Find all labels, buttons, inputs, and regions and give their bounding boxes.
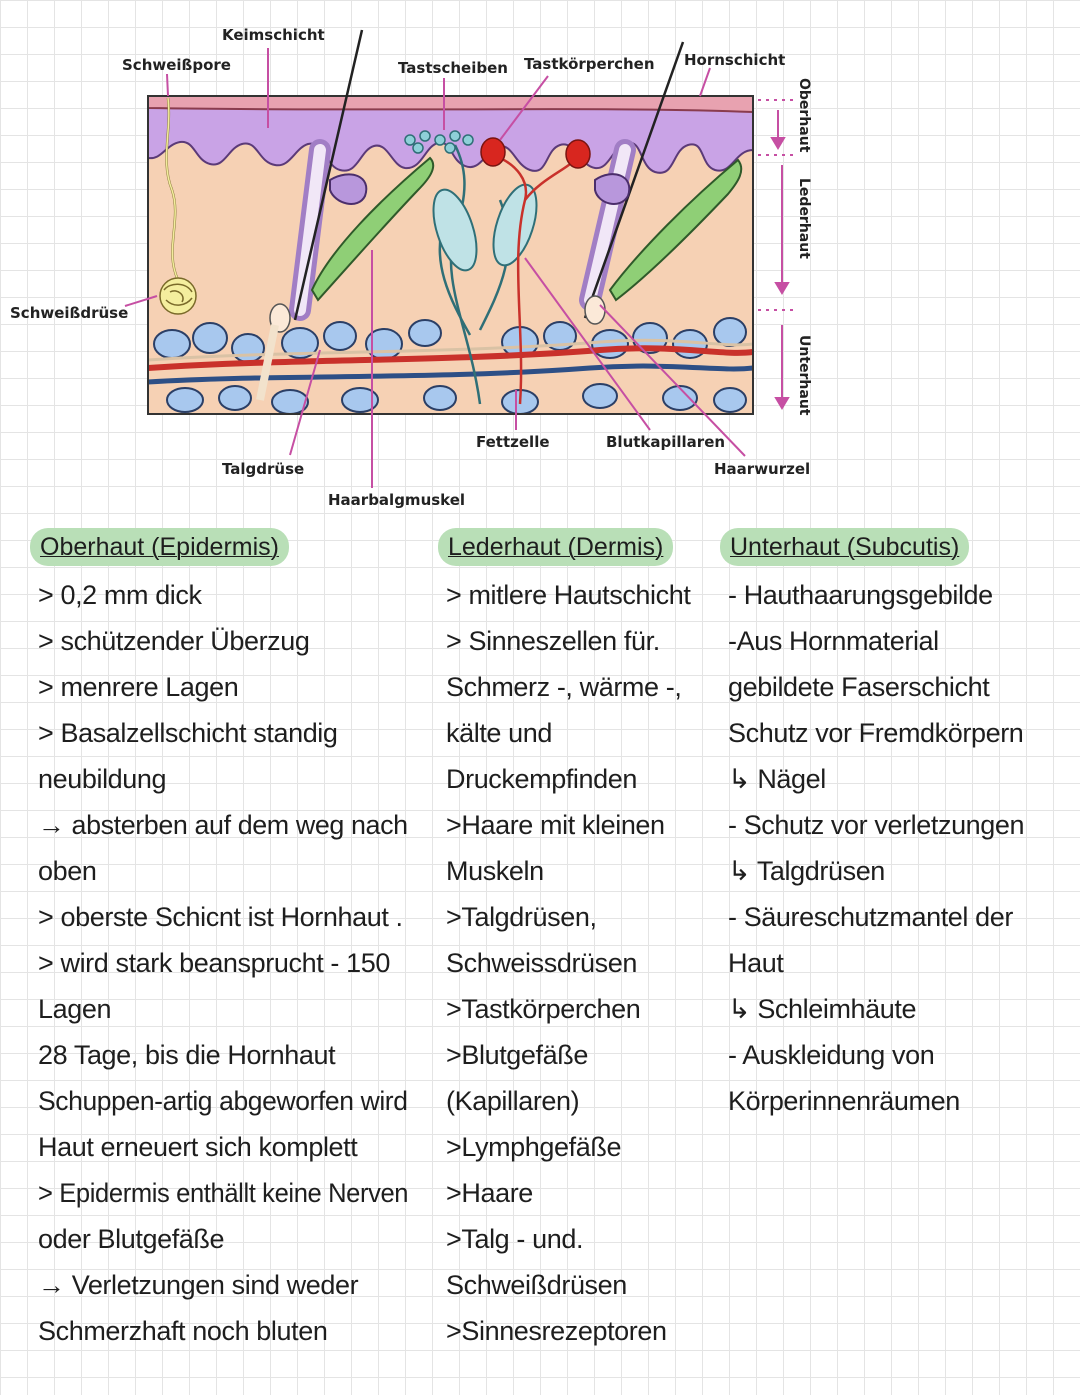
label-haarwurzel: Haarwurzel (714, 460, 810, 478)
note-line: Haut (728, 940, 1028, 986)
note-line: Schmerz -, wärme -, (446, 664, 696, 710)
note-line: > menrere Lagen (38, 664, 408, 710)
sweat-gland (160, 278, 196, 314)
note-line: oder Blutgefäße (38, 1216, 408, 1262)
note-line: > 0,2 mm dick (38, 572, 408, 618)
note-line: Muskeln (446, 848, 696, 894)
heading-unterhaut: Unterhaut (Subcutis) (720, 528, 969, 566)
note-line: → Verletzungen sind weder (38, 1262, 408, 1308)
note-line: > Epidermis enthällt keine Nerven (38, 1170, 388, 1216)
note-line: >Tastkörperchen (446, 986, 696, 1032)
note-line: 28 Tage, bis die Hornhaut (38, 1032, 408, 1078)
note-line: >Haare mit kleinen (446, 802, 696, 848)
note-line: Schweißdrüsen (446, 1262, 696, 1308)
note-line: kälte und (446, 710, 696, 756)
note-line: Haut erneuert sich komplett (38, 1124, 408, 1170)
column-oberhaut: Oberhaut (Epidermis) > 0,2 mm dick> schü… (38, 528, 408, 1354)
note-line: Schweissdrüsen (446, 940, 696, 986)
note-line: - Säureschutzmantel der (728, 894, 1028, 940)
note-line: ↳ Nägel (728, 756, 1028, 802)
heading-lederhaut: Lederhaut (Dermis) (438, 528, 673, 566)
note-line: oben (38, 848, 408, 894)
column-unterhaut: Unterhaut (Subcutis) - Hauthaarungsgebil… (728, 528, 1028, 1124)
note-line: >Blutgefäße (446, 1032, 696, 1078)
note-line: -Aus Hornmaterial (728, 618, 1028, 664)
note-line: >Talgdrüsen, (446, 894, 696, 940)
label-schweisspore: Schweißpore (122, 56, 231, 74)
note-line: Körperinnenräumen (728, 1078, 1028, 1124)
label-haarbalgmuskel: Haarbalgmuskel (328, 491, 465, 509)
note-line: - Auskleidung von (728, 1032, 1028, 1078)
note-line: >Talg - und. (446, 1216, 696, 1262)
note-line: >Lymphgefäße (446, 1124, 696, 1170)
label-talgdruese: Talgdrüse (222, 460, 304, 478)
note-line: > wird stark beansprucht - 150 (38, 940, 408, 986)
label-tastscheiben: Tastscheiben (398, 59, 508, 77)
note-line: >Sinnesrezeptoren (446, 1308, 696, 1354)
note-line: > oberste Schicnt ist Hornhaut . (38, 894, 408, 940)
notes-lederhaut: > mitlere Hautschicht> Sinneszellen für.… (446, 572, 696, 1354)
column-lederhaut: Lederhaut (Dermis) > mitlere Hautschicht… (446, 528, 696, 1354)
note-line: gebildete Faserschicht (728, 664, 1028, 710)
note-line: (Kapillaren) (446, 1078, 696, 1124)
note-line: Schutz vor Fremdkörpern (728, 710, 1028, 756)
label-unterhaut: Unterhaut (796, 335, 812, 416)
label-blutkapillaren: Blutkapillaren (606, 433, 725, 451)
note-line: > Basalzellschicht standig (38, 710, 408, 756)
note-line: Schmerzhaft noch bluten (38, 1308, 408, 1354)
note-line: ↳ Schleimhäute (728, 986, 1028, 1032)
note-line: Schuppen-artig abgeworfen wird (38, 1078, 401, 1124)
note-line: Lagen (38, 986, 408, 1032)
label-hornschicht: Hornschicht (684, 51, 785, 69)
heading-oberhaut: Oberhaut (Epidermis) (30, 528, 289, 566)
note-line: > schützender Überzug (38, 618, 408, 664)
note-line: > Sinneszellen für. (446, 618, 696, 664)
label-tastkoerperchen: Tastkörperchen (524, 55, 655, 73)
label-keimschicht: Keimschicht (222, 26, 325, 44)
note-line: >Haare (446, 1170, 696, 1216)
label-schweissdruese: Schweißdrüse (10, 304, 128, 322)
note-line: - Schutz vor verletzungen (728, 802, 1028, 848)
note-line: → absterben auf dem weg nach (38, 802, 406, 848)
skin-cross-section-diagram: Keimschicht Schweißpore Tastscheiben Tas… (0, 0, 1080, 515)
note-line: - Hauthaarungsgebilde (728, 572, 1028, 618)
label-oberhaut: Oberhaut (796, 78, 812, 153)
label-lederhaut: Lederhaut (796, 178, 812, 259)
note-line: neubildung (38, 756, 408, 802)
note-line: > mitlere Hautschicht (446, 572, 696, 618)
note-line: ↳ Talgdrüsen (728, 848, 1028, 894)
notes-oberhaut: > 0,2 mm dick> schützender Überzug> menr… (38, 572, 408, 1354)
note-line: Druckempfinden (446, 756, 696, 802)
layer-bracket (758, 100, 795, 310)
label-fettzelle: Fettzelle (476, 433, 550, 451)
